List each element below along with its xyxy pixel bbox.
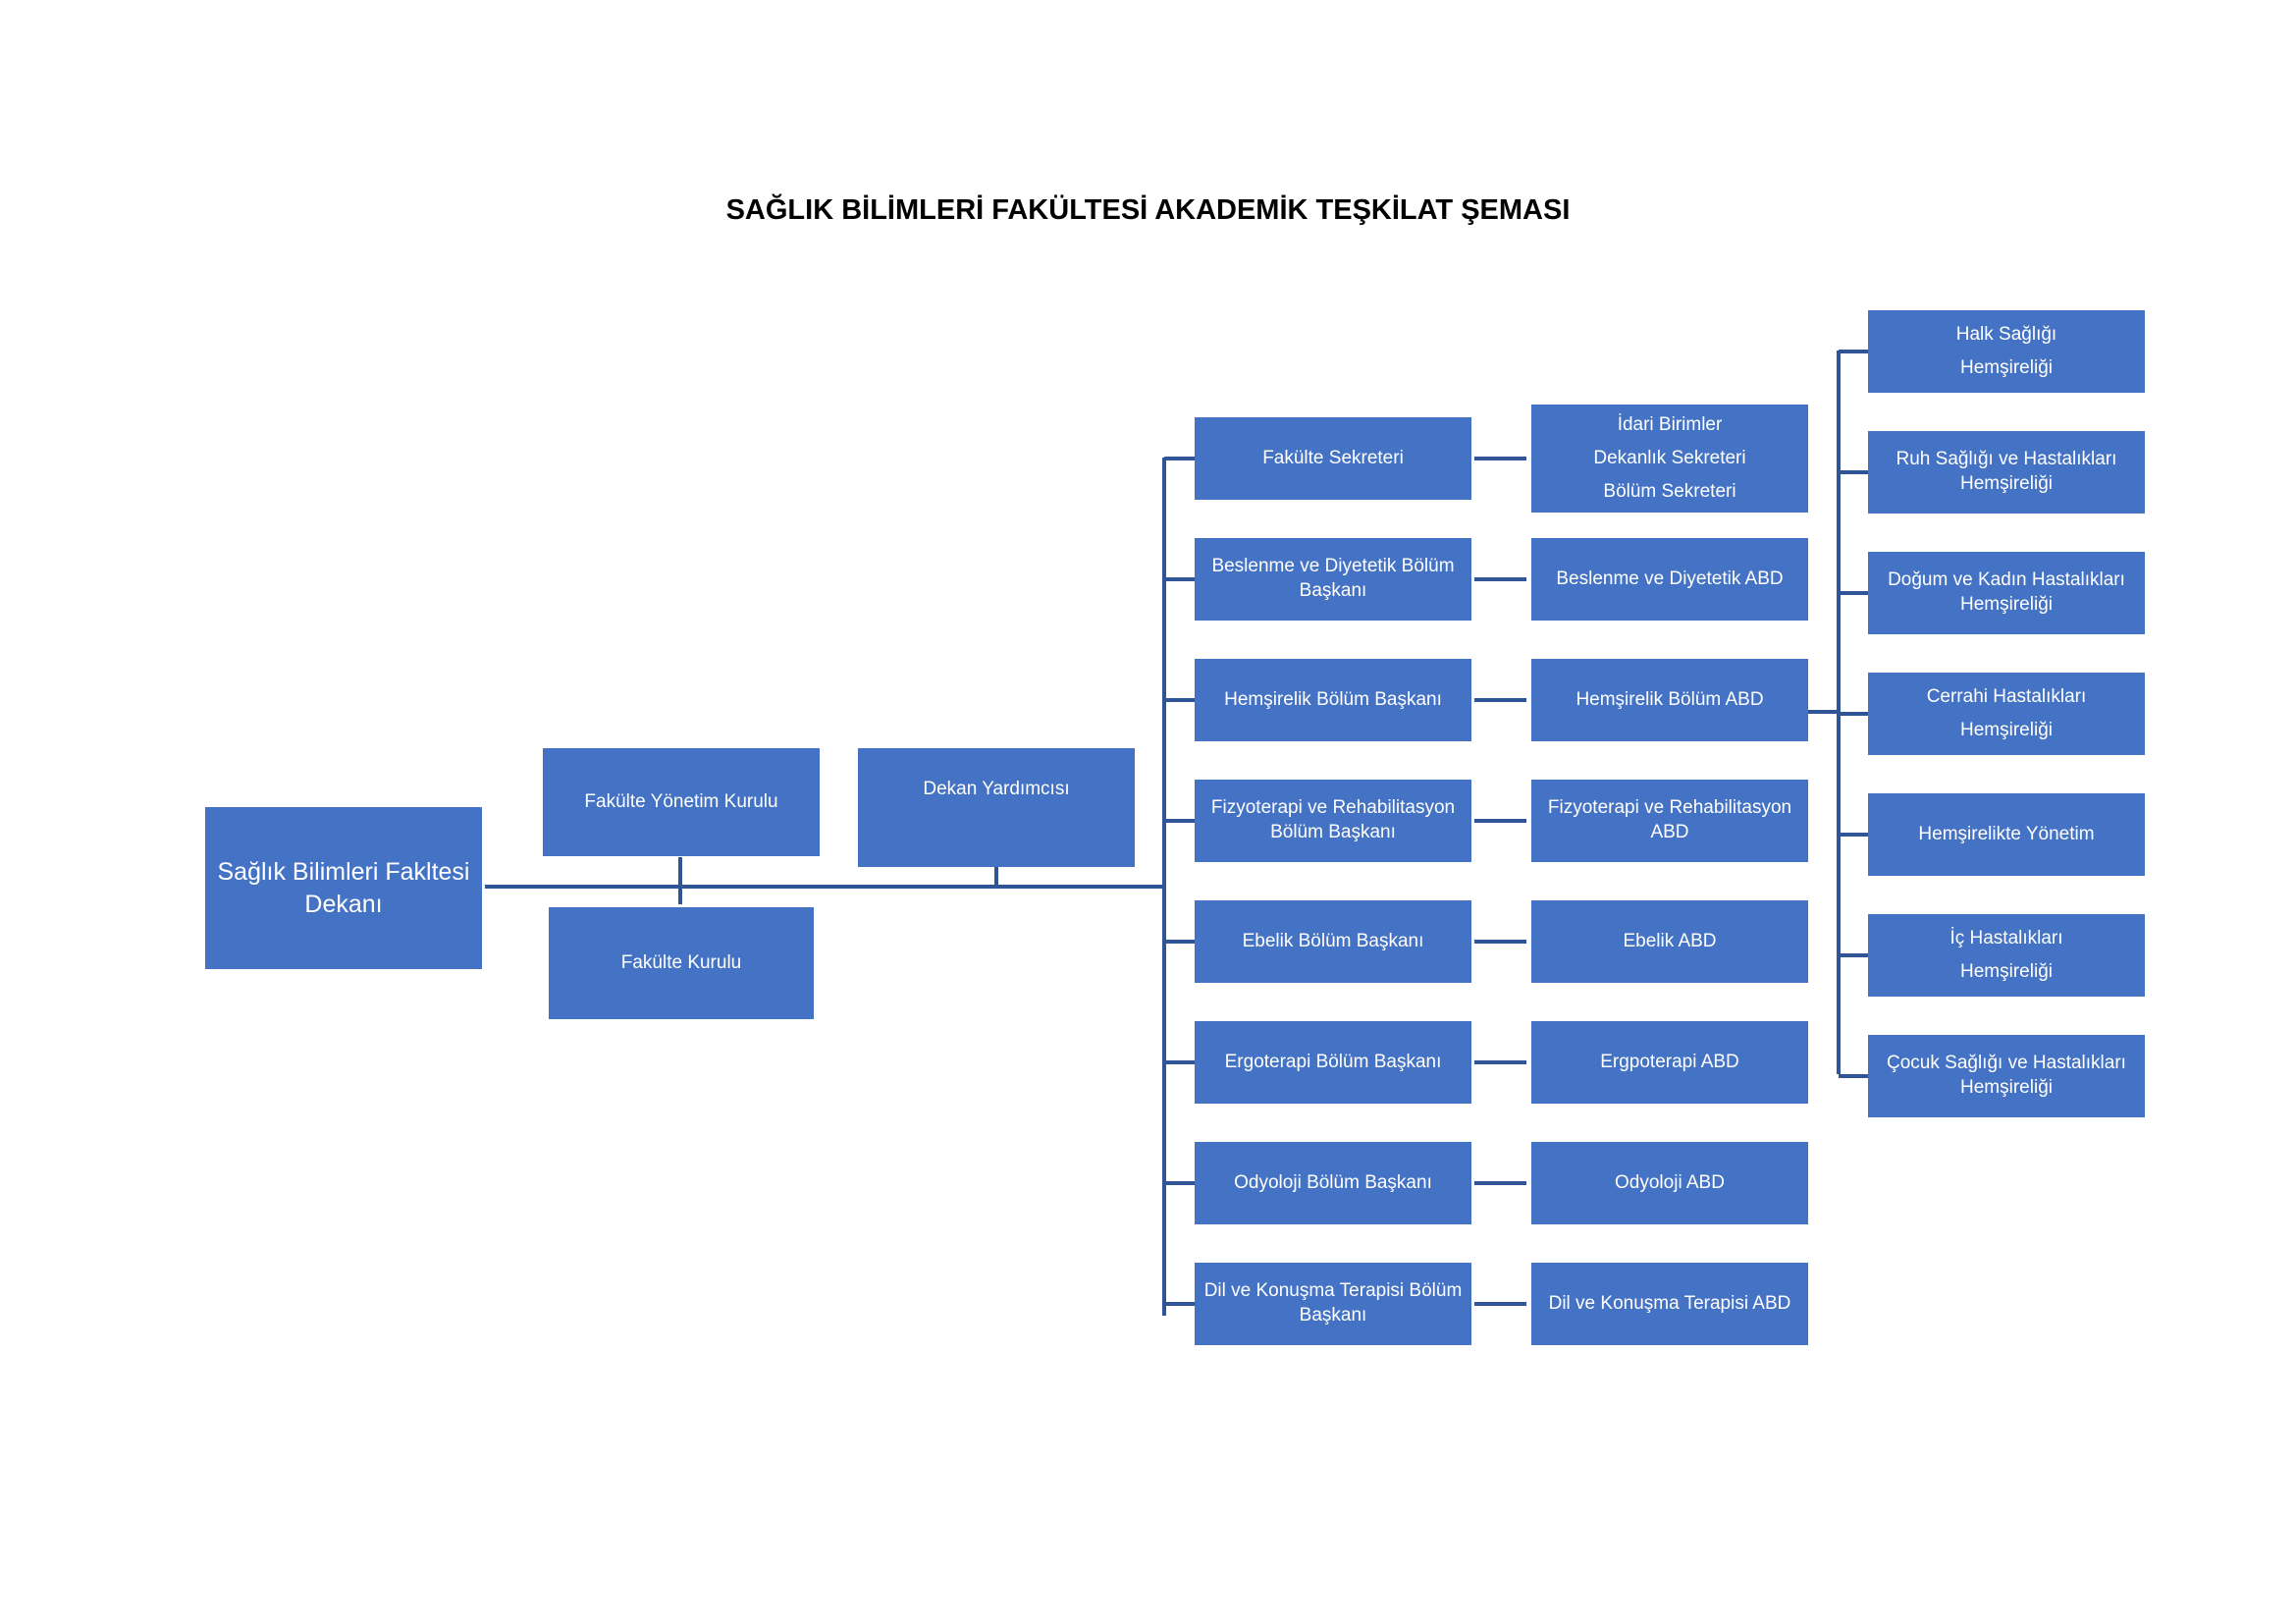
department-head-label: Başkanı xyxy=(1299,580,1367,601)
department-head-label: Beslenme ve Diyetetik Bölüm xyxy=(1211,556,1455,577)
department-head-label: Hemşirelik Bölüm Başkanı xyxy=(1224,688,1442,710)
department-abd-box: Dil ve Konuşma Terapisi ABD xyxy=(1531,1263,1808,1345)
department-head-box: Hemşirelik Bölüm Başkanı xyxy=(1195,659,1471,741)
department-abd-label: Ebelik ABD xyxy=(1623,930,1717,951)
department-abd-label: Hemşirelik Bölüm ABD xyxy=(1575,688,1764,710)
department-abd-box: Hemşirelik Bölüm ABD xyxy=(1531,659,1808,741)
nursing-abd-label: Hemşireliği xyxy=(1960,961,2053,982)
board-fakulte-kurulu: Fakülte Kurulu xyxy=(549,907,814,1019)
department-head-box: Fakülte Sekreteri xyxy=(1195,417,1471,500)
department-head-label: Fakülte Sekreteri xyxy=(1262,447,1404,468)
nursing-abd-label: Ruh Sağlığı ve Hastalıkları xyxy=(1896,449,2117,470)
board-dekan-yardimcisi-label: Dekan Yardımcısı xyxy=(923,779,1070,799)
department-head-label: Odyoloji Bölüm Başkanı xyxy=(1234,1171,1432,1193)
department-abd-label: İdari Birimler xyxy=(1617,413,1723,435)
board-yonetim-kurulu-label: Fakülte Yönetim Kurulu xyxy=(584,790,778,812)
dean-label-line1: Sağlık Bilimleri Fakltesi xyxy=(217,858,470,886)
nursing-abd-label: Doğum ve Kadın Hastalıkları xyxy=(1888,569,2125,591)
department-abd-label: Dil ve Konuşma Terapisi ABD xyxy=(1548,1292,1791,1314)
department-head-box: Ergoterapi Bölüm Başkanı xyxy=(1195,1021,1471,1104)
nursing-abd-label: Hemşireliği xyxy=(1960,357,2053,378)
nursing-abd-box: Hemşirelikte Yönetim xyxy=(1868,793,2145,876)
department-head-box: Ebelik Bölüm Başkanı xyxy=(1195,900,1471,983)
department-abd-box: Ebelik ABD xyxy=(1531,900,1808,983)
department-abd-label: Beslenme ve Diyetetik ABD xyxy=(1556,568,1784,589)
nursing-abd-label: Hemşireliği xyxy=(1960,473,2053,494)
department-head-label: Ebelik Bölüm Başkanı xyxy=(1242,930,1424,951)
nursing-abd-label: Hemşireliği xyxy=(1960,720,2053,740)
department-abd-label: Ergpoterapi ABD xyxy=(1600,1051,1739,1072)
dean-label-line2: Dekanı xyxy=(304,890,383,918)
department-abd-label: Odyoloji ABD xyxy=(1615,1171,1725,1193)
nursing-abd-label: Hemşireliği xyxy=(1960,594,2053,615)
department-head-label: Ergoterapi Bölüm Başkanı xyxy=(1224,1051,1442,1072)
department-head-label: Dil ve Konuşma Terapisi Bölüm xyxy=(1203,1280,1463,1302)
board-fakulte-kurulu-label: Fakülte Kurulu xyxy=(620,951,742,973)
page-title: SAĞLIK BİLİMLERİ FAKÜLTESİ AKADEMİK TEŞK… xyxy=(725,194,1571,226)
board-yonetim-kurulu: Fakülte Yönetim Kurulu xyxy=(543,748,820,856)
department-head-label: Fizyoterapi ve Rehabilitasyon xyxy=(1210,797,1456,819)
nursing-abd-label: Çocuk Sağlığı ve Hastalıkları xyxy=(1887,1053,2126,1074)
department-head-label: Bölüm Başkanı xyxy=(1270,822,1396,842)
nursing-abd-label: Hemşirelikte Yönetim xyxy=(1918,823,2095,844)
nursing-abd-label: Hemşireliği xyxy=(1960,1077,2053,1098)
department-abd-label: Dekanlık Sekreteri xyxy=(1593,447,1746,468)
department-abd-label: Fizyoterapi ve Rehabilitasyon xyxy=(1547,797,1792,819)
department-abd-box: Beslenme ve Diyetetik ABD xyxy=(1531,538,1808,621)
nursing-abd-label: Halk Sağlığı xyxy=(1955,323,2057,345)
board-dekan-yardimcisi: Dekan Yardımcısı xyxy=(858,748,1135,867)
department-abd-label: Bölüm Sekreteri xyxy=(1603,481,1736,503)
department-head-box: Odyoloji Bölüm Başkanı xyxy=(1195,1142,1471,1224)
nursing-abd-label: Cerrahi Hastalıkları xyxy=(1926,685,2087,707)
department-abd-box: Ergpoterapi ABD xyxy=(1531,1021,1808,1104)
department-abd-box: Odyoloji ABD xyxy=(1531,1142,1808,1224)
dean-box: Sağlık Bilimleri Fakltesi Dekanı xyxy=(205,807,482,969)
department-abd-label: ABD xyxy=(1650,822,1689,842)
department-head-label: Başkanı xyxy=(1299,1305,1367,1326)
nursing-abd-label: İç Hastalıkları xyxy=(1949,927,2063,948)
